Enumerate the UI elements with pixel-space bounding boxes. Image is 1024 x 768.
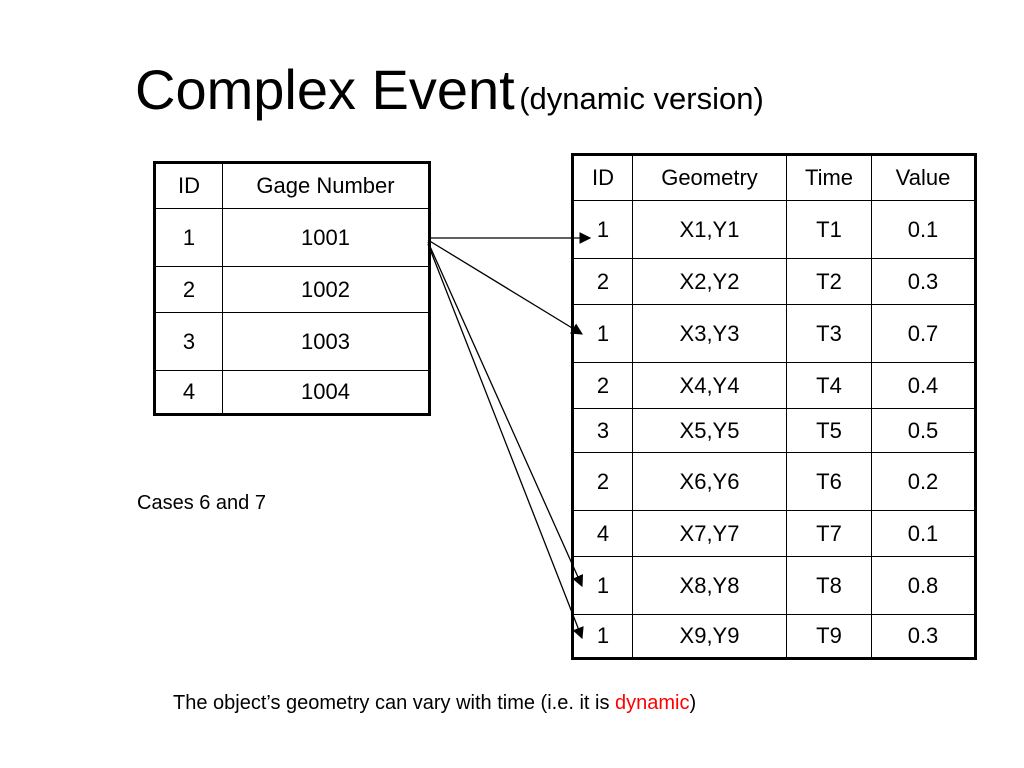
event-cell-id: 3 (572, 408, 633, 453)
slide-title: Complex Event (dynamic version) (135, 62, 995, 118)
event-header-value: Value (871, 154, 976, 201)
gage-table-row: 3 1003 (154, 312, 430, 371)
title-subtitle: (dynamic version) (519, 81, 764, 116)
cases-note: Cases 6 and 7 (137, 492, 266, 514)
event-cell-time: T3 (786, 304, 872, 363)
event-cell-geometry: X6,Y6 (632, 452, 787, 511)
event-table-row: 1 X8,Y8 T8 0.8 (572, 556, 976, 615)
footer-note: The object’s geometry can vary with time… (173, 692, 696, 715)
event-cell-id: 1 (572, 556, 633, 615)
event-cell-geometry: X1,Y1 (632, 200, 787, 259)
event-cell-geometry: X8,Y8 (632, 556, 787, 615)
event-table-row: 1 X3,Y3 T3 0.7 (572, 304, 976, 363)
event-cell-id: 2 (572, 258, 633, 305)
event-cell-geometry: X4,Y4 (632, 362, 787, 409)
gage-table-row: 2 1002 (154, 266, 430, 313)
event-cell-value: 0.3 (871, 258, 976, 305)
event-table-row: 2 X4,Y4 T4 0.4 (572, 362, 976, 409)
event-cell-geometry: X2,Y2 (632, 258, 787, 305)
event-cell-id: 1 (572, 200, 633, 259)
gage-table-row: 1 1001 (154, 208, 430, 267)
title-main: Complex Event (135, 58, 515, 121)
gage-cell-id: 2 (154, 266, 223, 313)
event-cell-id: 2 (572, 452, 633, 511)
event-cell-id: 1 (572, 614, 633, 659)
event-table-row: 1 X1,Y1 T1 0.1 (572, 200, 976, 259)
event-cell-id: 1 (572, 304, 633, 363)
gage-cell-number: 1001 (222, 208, 430, 267)
event-cell-geometry: X7,Y7 (632, 510, 787, 557)
gage-cell-id: 4 (154, 370, 223, 415)
gage-cell-id: 1 (154, 208, 223, 267)
event-cell-id: 4 (572, 510, 633, 557)
gage-cell-number: 1003 (222, 312, 430, 371)
event-cell-value: 0.4 (871, 362, 976, 409)
event-table-row: 3 X5,Y5 T5 0.5 (572, 408, 976, 453)
event-table: ID Geometry Time Value 1 X1,Y1 T1 0.1 2 … (571, 153, 977, 660)
event-cell-value: 0.8 (871, 556, 976, 615)
event-cell-time: T7 (786, 510, 872, 557)
event-cell-id: 2 (572, 362, 633, 409)
event-header-time: Time (786, 154, 872, 201)
event-cell-value: 0.5 (871, 408, 976, 453)
event-cell-value: 0.1 (871, 510, 976, 557)
event-cell-time: T8 (786, 556, 872, 615)
event-table-row: 1 X9,Y9 T9 0.3 (572, 614, 976, 659)
event-table-row: 4 X7,Y7 T7 0.1 (572, 510, 976, 557)
event-cell-value: 0.2 (871, 452, 976, 511)
event-cell-time: T1 (786, 200, 872, 259)
event-cell-time: T9 (786, 614, 872, 659)
gage-table: ID Gage Number 1 1001 2 1002 3 1003 4 10… (153, 161, 431, 416)
event-cell-geometry: X3,Y3 (632, 304, 787, 363)
gage-cell-id: 3 (154, 312, 223, 371)
event-cell-value: 0.1 (871, 200, 976, 259)
event-header-geometry: Geometry (632, 154, 787, 201)
gage-header-id: ID (154, 162, 223, 209)
event-table-row: 2 X2,Y2 T2 0.3 (572, 258, 976, 305)
event-table-header-row: ID Geometry Time Value (572, 154, 976, 201)
gage-cell-number: 1002 (222, 266, 430, 313)
event-cell-time: T2 (786, 258, 872, 305)
event-cell-time: T4 (786, 362, 872, 409)
gage-cell-number: 1004 (222, 370, 430, 415)
event-table-row: 2 X6,Y6 T6 0.2 (572, 452, 976, 511)
arrow-to-row-9 (427, 243, 584, 640)
event-header-id: ID (572, 154, 633, 201)
event-cell-value: 0.7 (871, 304, 976, 363)
gage-header-gage-number: Gage Number (222, 162, 430, 209)
gage-table-row: 4 1004 (154, 370, 430, 415)
footer-highlight: dynamic (615, 692, 690, 714)
event-cell-time: T5 (786, 408, 872, 453)
arrow-to-row-3 (427, 239, 583, 335)
gage-table-header-row: ID Gage Number (154, 162, 430, 209)
event-cell-geometry: X5,Y5 (632, 408, 787, 453)
footer-text: The object’s geometry can vary with time… (173, 692, 616, 714)
event-cell-geometry: X9,Y9 (632, 614, 787, 659)
footer-text-end: ) (689, 692, 697, 714)
arrow-to-row-8 (427, 241, 584, 588)
event-cell-value: 0.3 (871, 614, 976, 659)
event-cell-time: T6 (786, 452, 872, 511)
